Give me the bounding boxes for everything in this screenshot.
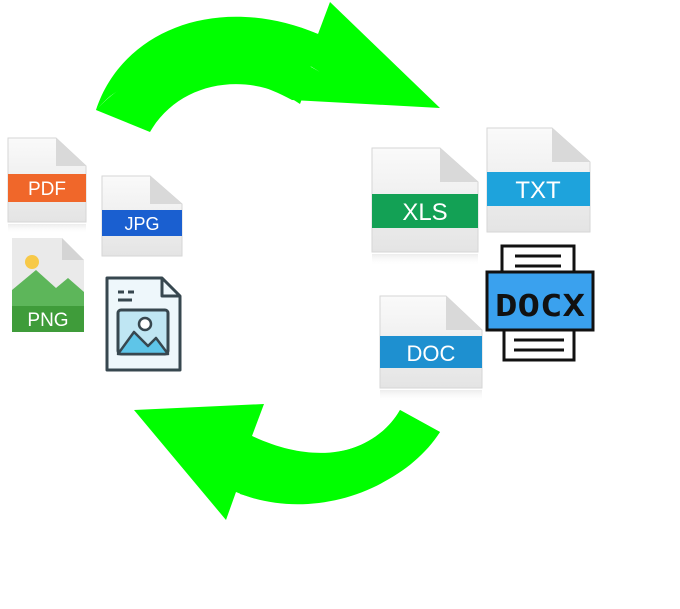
pdf-label: PDF (28, 179, 66, 200)
png-file-icon (12, 238, 84, 332)
docx-printer-icon (485, 244, 595, 362)
txt-file-icon (486, 127, 591, 233)
image-file-icon (105, 276, 182, 372)
txt-label: TXT (515, 177, 561, 204)
doc-file-icon (379, 295, 483, 402)
cycle-arrow-top-body (96, 17, 318, 132)
doc-label: DOC (407, 341, 456, 366)
jpg-label: JPG (124, 214, 159, 234)
docx-label: DOCX (495, 289, 585, 324)
jpg-file-icon (101, 175, 183, 257)
cycle-arrow-bottom-body (240, 410, 440, 503)
xls-file-icon (371, 147, 479, 266)
png-label: PNG (27, 310, 68, 331)
pdf-file-icon (7, 137, 87, 234)
xls-label: XLS (402, 199, 447, 226)
